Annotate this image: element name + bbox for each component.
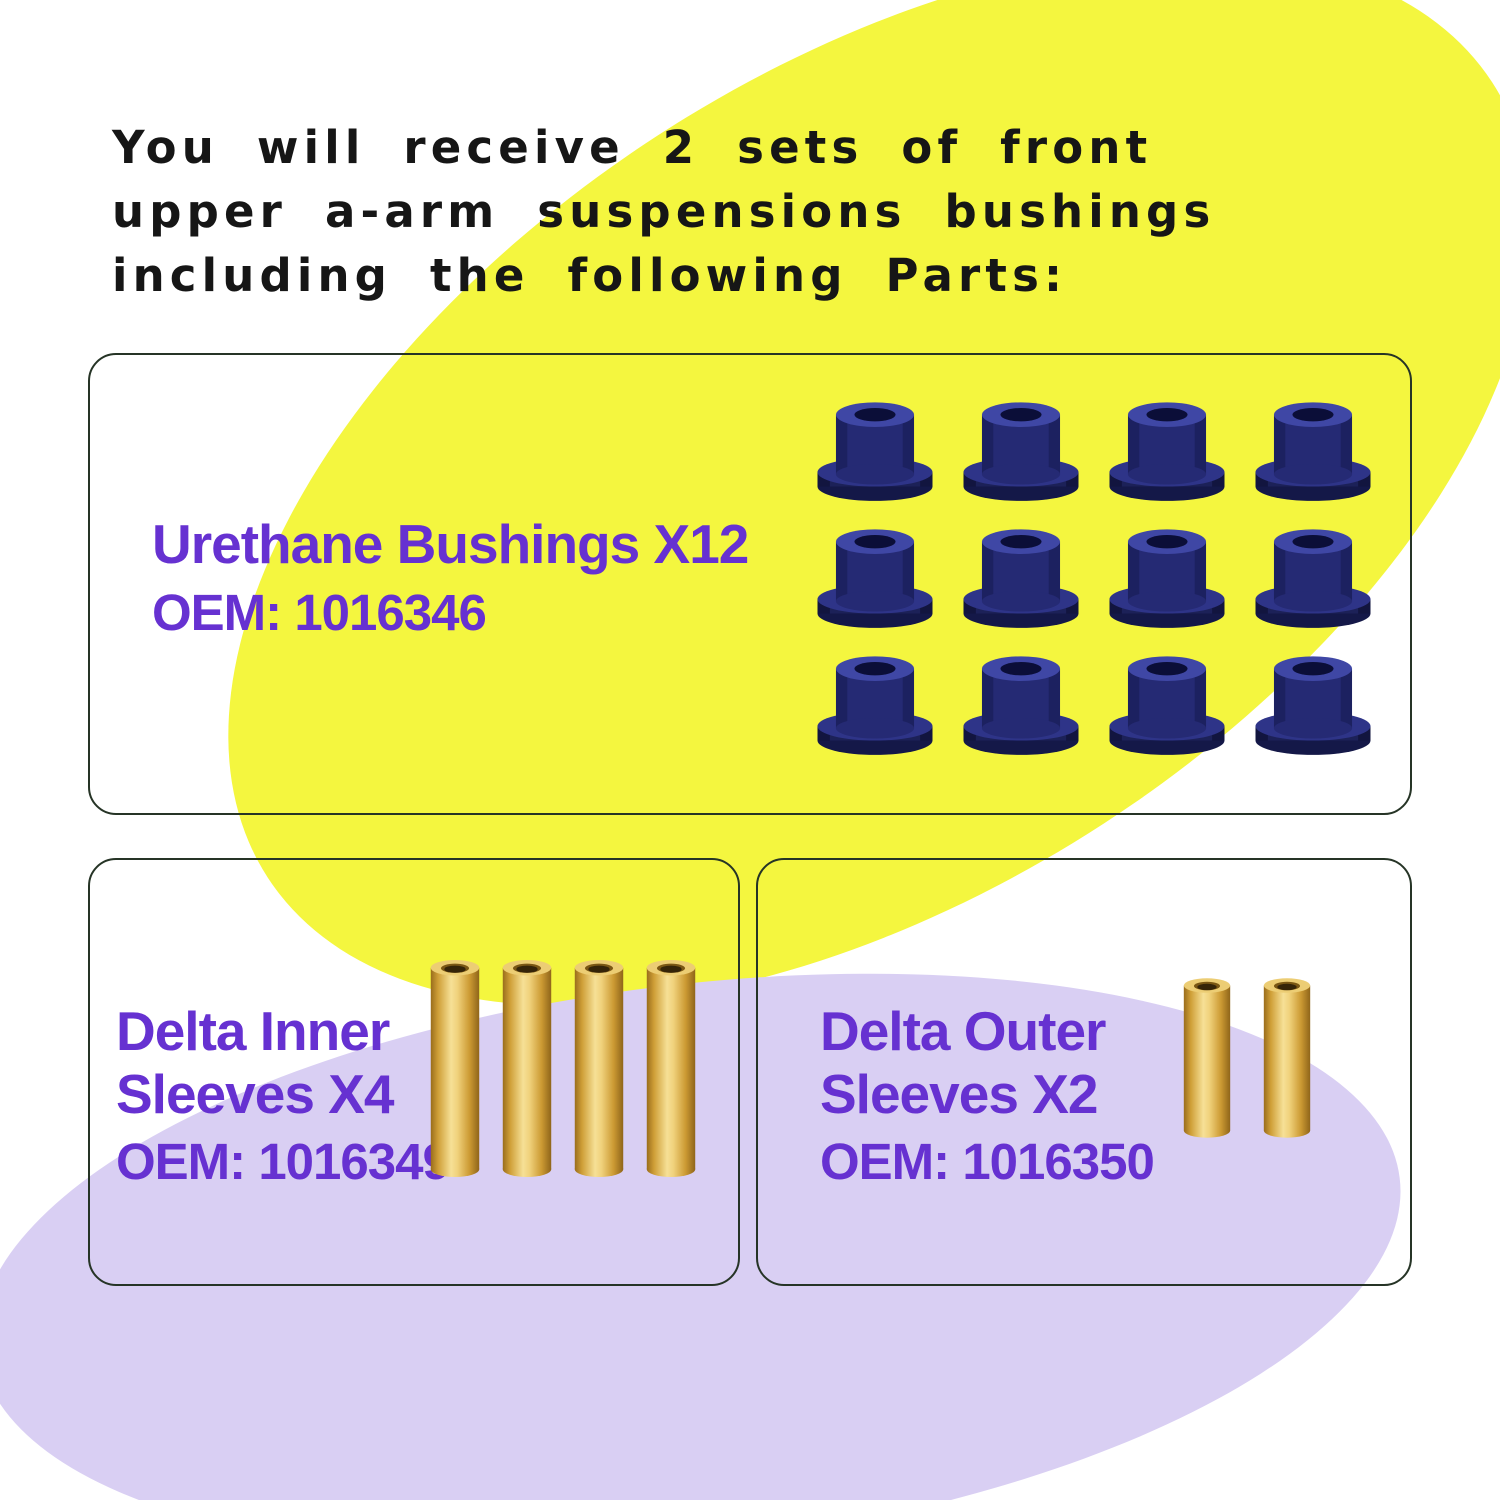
outer-sleeves-title-line-1: Delta Outer xyxy=(820,1000,1106,1062)
outer-sleeve-icon xyxy=(1263,978,1311,1138)
bushings-box: Urethane Bushings X12 OEM: 1016346 xyxy=(88,353,1412,815)
outer-sleeves-title-line-2: Sleeves X2 xyxy=(820,1062,1098,1125)
inner-sleeve-icon xyxy=(646,960,696,1177)
inner-sleeves-title-line-1: Delta Inner xyxy=(116,1000,390,1062)
outer-sleeves-box: Delta Outer Sleeves X2 OEM: 1016350 xyxy=(756,858,1412,1286)
outer-sleeves-label: Delta Outer Sleeves X2 OEM: 1016350 xyxy=(820,1000,1155,1193)
heading: You will receive 2 sets of front upper a… xyxy=(112,116,1232,308)
inner-sleeves-box: Delta Inner Sleeves X4 OEM: 1016349 xyxy=(88,858,740,1286)
urethane-bushing-icon xyxy=(1109,529,1225,628)
urethane-bushing-icon xyxy=(817,656,933,755)
outer-sleeves-row xyxy=(1178,972,1316,1144)
inner-sleeve-icon xyxy=(430,960,480,1177)
urethane-bushing-icon xyxy=(963,529,1079,628)
inner-sleeves-title-line-2: Sleeves X4 xyxy=(116,1062,394,1125)
inner-sleeve-icon xyxy=(574,960,624,1177)
heading-line-3: including the following Parts: xyxy=(112,248,1068,302)
bushing-grid xyxy=(802,383,1386,764)
urethane-bushing-icon xyxy=(963,402,1079,501)
urethane-bushing-icon xyxy=(1255,529,1371,628)
inner-sleeves-oem: OEM: 1016349 xyxy=(116,1133,451,1191)
heading-line-1: You will receive 2 sets of front xyxy=(112,121,1153,174)
urethane-bushing-icon xyxy=(817,402,933,501)
inner-sleeve-icon xyxy=(502,960,552,1177)
outer-sleeves-oem: OEM: 1016350 xyxy=(820,1133,1155,1191)
urethane-bushing-icon xyxy=(1109,656,1225,755)
urethane-bushing-icon xyxy=(1109,402,1225,501)
urethane-bushing-icon xyxy=(1255,656,1371,755)
heading-line-2: upper a-arm suspensions bushings xyxy=(112,184,1216,238)
bushings-label: Urethane Bushings X12 OEM: 1016346 xyxy=(152,513,749,643)
urethane-bushing-icon xyxy=(817,529,933,628)
bushings-title: Urethane Bushings X12 xyxy=(152,513,749,575)
bushings-oem: OEM: 1016346 xyxy=(152,583,487,641)
outer-sleeve-icon xyxy=(1183,978,1231,1138)
inner-sleeves-row xyxy=(424,952,702,1185)
urethane-bushing-icon xyxy=(1255,402,1371,501)
urethane-bushing-icon xyxy=(963,656,1079,755)
inner-sleeves-label: Delta Inner Sleeves X4 OEM: 1016349 xyxy=(116,1000,451,1193)
